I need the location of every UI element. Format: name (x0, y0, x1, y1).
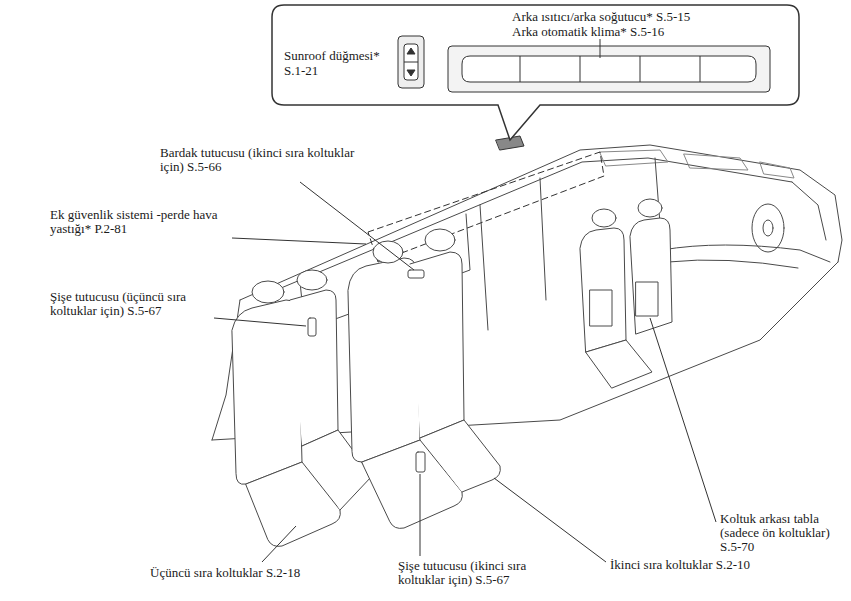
callout-bubble: Arka ısıtıcı/arka soğutucu* S.5-15Arka o… (272, 5, 799, 105)
part-label: Şişe tutucusu (ikinci sıra koltuklar içi… (398, 559, 538, 587)
part-label: Koltuk arkası tabla (sadece ön koltuklar… (720, 512, 845, 554)
part-label: İkinci sıra koltuklar S.2-10 (610, 558, 830, 572)
part-label: Bardak tutucusu (ikinci sıra koltuklar i… (160, 146, 360, 174)
part-label: Şişe tutucusu (üçüncü sıra koltuklar içi… (50, 290, 210, 318)
part-label: Sunroof düğmesi* S.1-21 (284, 48, 390, 78)
part-label: Üçüncü sıra koltuklar S.2-18 (150, 566, 360, 580)
part-label: Arka ısıtıcı/arka soğutucu* S.5-15 (512, 9, 792, 24)
part-label: Ek güvenlik sistemi -perde hava yastığı*… (50, 208, 230, 236)
part-label: Arka otomatik klima* S.5-16 (512, 24, 792, 39)
